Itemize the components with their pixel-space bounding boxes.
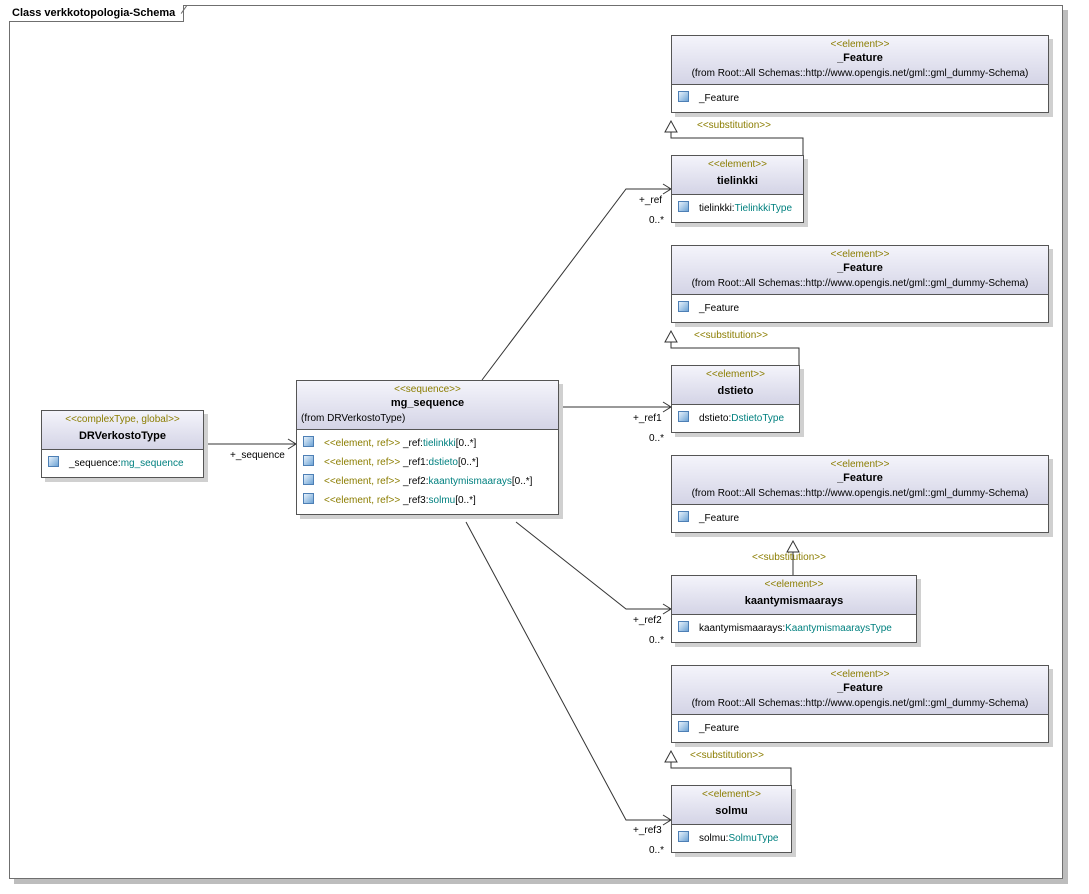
mg-sequence-name: mg_sequence (390, 397, 465, 409)
feature-class-4[interactable]: <<element>> _Feature (from Root::All Sch… (671, 665, 1049, 743)
kaantymismaarays-attribute: kaantymismaarays:KaantymismaaraysType (678, 619, 912, 638)
mg-sequence-attribute-ref1: <<element, ref>> _ref1:dstieto[0..*] (303, 453, 554, 472)
feature-name: _Feature (837, 472, 883, 484)
kaantymismaarays-class[interactable]: <<element>> kaantymismaarays kaantymisma… (671, 575, 917, 643)
attribute-icon (678, 301, 689, 312)
ref1-multiplicity: 0..* (649, 433, 665, 444)
ref2-role-label: +_ref2 (633, 615, 662, 626)
attribute-icon (678, 621, 689, 632)
ref2-multiplicity: 0..* (649, 635, 665, 646)
substitution-tielinkki-head (664, 119, 678, 133)
kaantymismaarays-stereotype: <<element>> (764, 579, 824, 590)
ref1-role-label: +_ref1 (633, 413, 662, 424)
substitution-solmu (670, 762, 792, 785)
feature-stereotype: <<element>> (830, 39, 890, 50)
mg-sequence-stereotype: <<sequence>> (394, 384, 461, 395)
feature-name: _Feature (837, 682, 883, 694)
mg-sequence-attribute-ref3: <<element, ref>> _ref3:solmu[0..*] (303, 491, 554, 510)
dstieto-stereotype: <<element>> (706, 369, 765, 380)
substitution-dstieto (670, 342, 800, 365)
kaantymismaarays-name: kaantymismaarays (744, 595, 844, 607)
feature-class-3[interactable]: <<element>> _Feature (from Root::All Sch… (671, 455, 1049, 533)
attribute-icon (303, 436, 314, 447)
attribute-icon (678, 831, 689, 842)
drverkostotype-name: DRVerkostoType (78, 430, 166, 442)
drverkostotype-stereotype: <<complexType, global>> (65, 414, 180, 425)
feature-attribute: _Feature (678, 719, 1044, 738)
ref3-association (465, 521, 671, 821)
diagram-title: Class verkkotopologia-Schema (9, 5, 185, 22)
drverkostotype-attribute: _sequence:mg_sequence (48, 454, 199, 473)
substitution-dstieto-head (664, 329, 678, 343)
attribute-icon (678, 511, 689, 522)
ref3-multiplicity: 0..* (649, 845, 665, 856)
ref-association (481, 188, 671, 381)
feature-from: (from Root::All Schemas::http://www.open… (691, 278, 1029, 289)
attribute-icon (678, 91, 689, 102)
substitution-kaantymismaarays-head (786, 539, 800, 553)
substitution-label-solmu: <<substitution>> (690, 750, 764, 761)
substitution-solmu-head (664, 749, 678, 763)
solmu-attribute: solmu:SolmuType (678, 829, 787, 848)
substitution-tielinkki (670, 132, 804, 155)
attribute-icon (303, 493, 314, 504)
tielinkki-name: tielinkki (717, 175, 758, 187)
feature-class-1[interactable]: <<element>> _Feature (from Root::All Sch… (671, 35, 1049, 113)
feature-stereotype: <<element>> (830, 459, 890, 470)
attribute-icon (303, 455, 314, 466)
feature-attribute: _Feature (678, 509, 1044, 528)
tielinkki-attribute: tielinkki:TielinkkiType (678, 199, 799, 218)
feature-from: (from Root::All Schemas::http://www.open… (691, 68, 1029, 79)
feature-from: (from Root::All Schemas::http://www.open… (691, 698, 1029, 709)
ref3-role-label: +_ref3 (633, 825, 662, 836)
ref-role-label: +_ref (639, 195, 663, 206)
attribute-icon (678, 411, 689, 422)
tielinkki-stereotype: <<element>> (708, 159, 767, 170)
feature-attribute: _Feature (678, 89, 1044, 108)
feature-stereotype: <<element>> (830, 249, 890, 260)
mg-sequence-attribute-ref2: <<element, ref>> _ref2:kaantymismaarays[… (303, 472, 554, 491)
dstieto-class[interactable]: <<element>> dstieto dstieto:DstietoType (671, 365, 800, 433)
substitution-label-kaantymismaarays: <<substitution>> (752, 552, 826, 563)
substitution-label-dstieto: <<substitution>> (694, 330, 768, 341)
feature-stereotype: <<element>> (830, 669, 890, 680)
attribute-icon (48, 456, 59, 467)
mg-sequence-class[interactable]: <<sequence>> mg_sequence (from DRVerkost… (296, 380, 559, 515)
attribute-icon (303, 474, 314, 485)
feature-name: _Feature (837, 262, 883, 274)
dstieto-attribute: dstieto:DstietoType (678, 409, 795, 428)
mg-sequence-attribute-ref: <<element, ref>> _ref:tielinkki[0..*] (303, 434, 554, 453)
feature-name: _Feature (837, 52, 883, 64)
ref-multiplicity: 0..* (649, 215, 665, 226)
solmu-stereotype: <<element>> (702, 789, 761, 800)
feature-from: (from Root::All Schemas::http://www.open… (691, 488, 1029, 499)
solmu-class[interactable]: <<element>> solmu solmu:SolmuType (671, 785, 792, 853)
ref2-association (515, 521, 671, 610)
dstieto-name: dstieto (717, 385, 754, 397)
attribute-icon (678, 201, 689, 212)
solmu-name: solmu (715, 805, 748, 817)
attribute-icon (678, 721, 689, 732)
substitution-label-tielinkki: <<substitution>> (697, 120, 771, 131)
sequence-role-label: +_sequence (230, 450, 285, 461)
tielinkki-class[interactable]: <<element>> tielinkki tielinkki:Tielinkk… (671, 155, 804, 223)
mg-sequence-from: (from DRVerkostoType) (301, 413, 406, 424)
feature-attribute: _Feature (678, 299, 1044, 318)
feature-class-2[interactable]: <<element>> _Feature (from Root::All Sch… (671, 245, 1049, 323)
drverkostotype-class[interactable]: <<complexType, global>> DRVerkostoType _… (41, 410, 204, 478)
